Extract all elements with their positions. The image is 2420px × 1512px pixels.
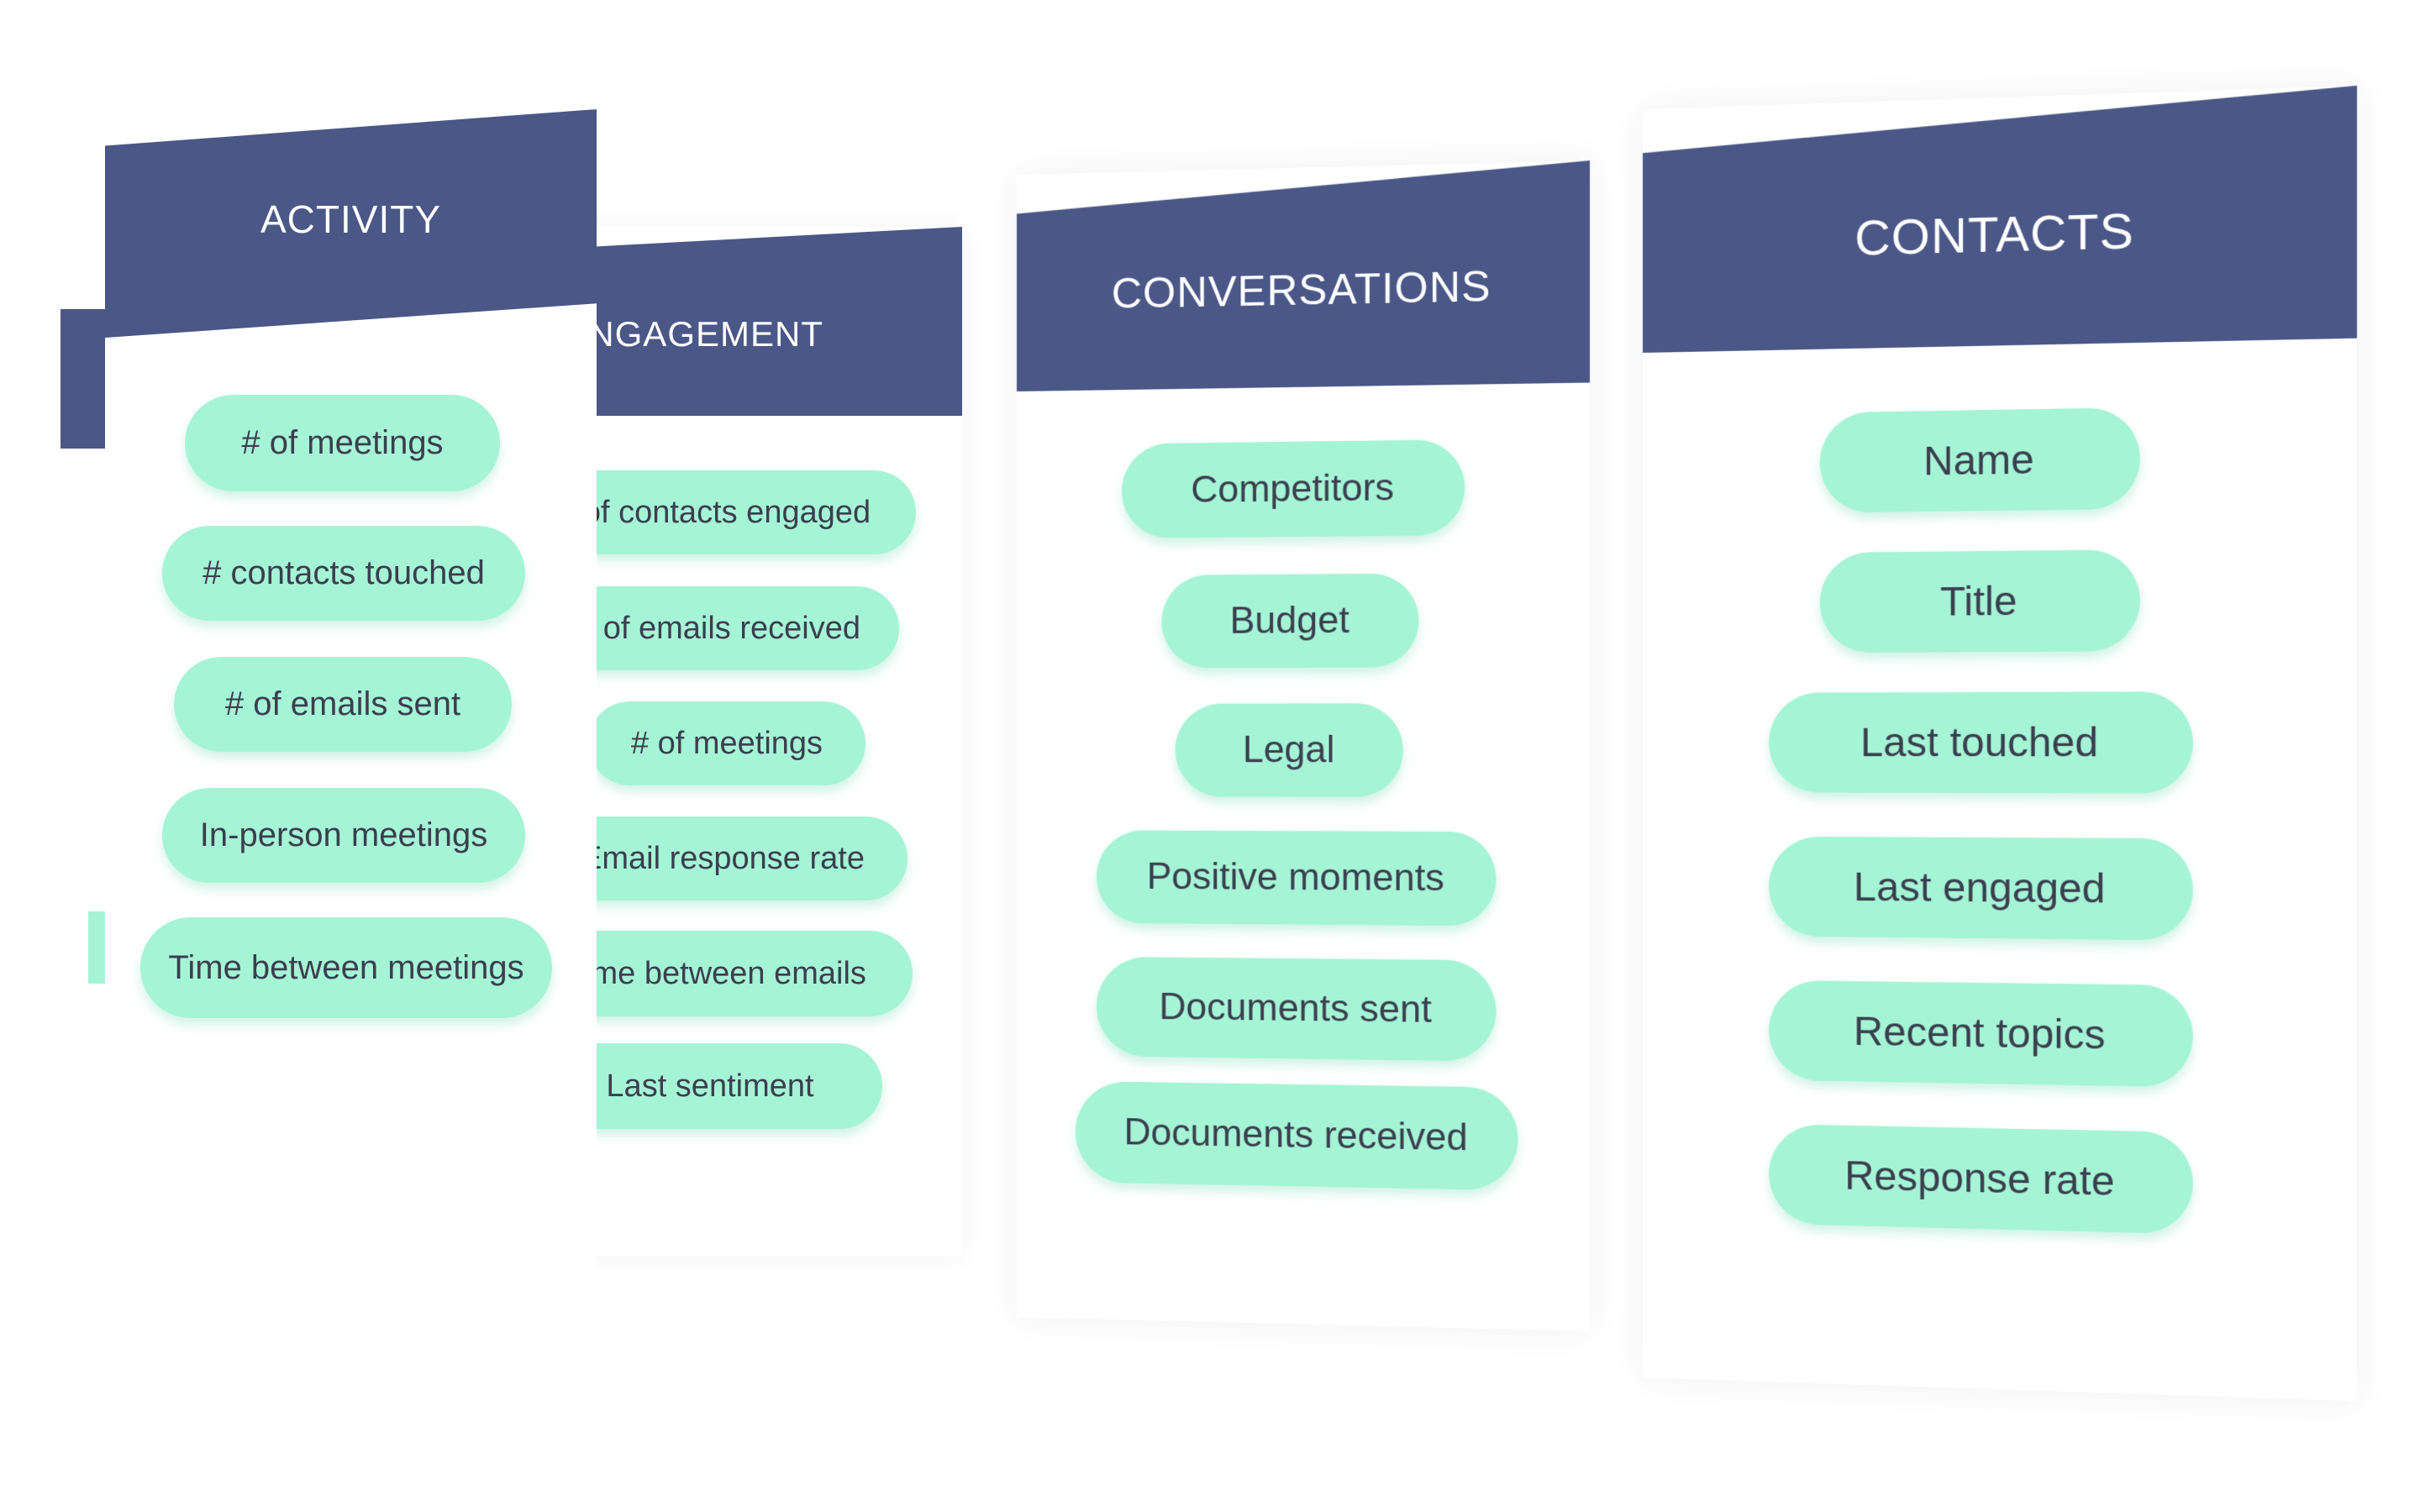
engagement-item-label: Email response rate bbox=[581, 841, 865, 877]
activity-item-label: # contacts touched bbox=[203, 554, 485, 592]
contacts-item-label: Last touched bbox=[1860, 719, 2098, 766]
conversations-item-documents-received[interactable]: Documents received bbox=[1076, 1081, 1518, 1190]
activity-card: ACTIVITY # of meetings # contacts touche… bbox=[105, 109, 597, 1302]
conversations-item-label: Legal bbox=[1243, 729, 1335, 772]
engagement-item-label: # of meetings bbox=[631, 726, 823, 762]
contacts-item-last-touched[interactable]: Last touched bbox=[1769, 691, 2193, 793]
contacts-item-label: Last engaged bbox=[1854, 864, 2106, 912]
contacts-item-recent-topics[interactable]: Recent topics bbox=[1769, 980, 2193, 1088]
activity-item-meetings[interactable]: # of meetings bbox=[185, 395, 500, 491]
engagement-item-label: of contacts engaged bbox=[583, 495, 871, 531]
activity-item-label: Time between meetings bbox=[168, 949, 523, 987]
contacts-item-name[interactable]: Name bbox=[1820, 407, 2140, 513]
activity-item-label: # of emails sent bbox=[225, 685, 460, 723]
conversations-item-label: Positive moments bbox=[1147, 856, 1444, 900]
contacts-item-title[interactable]: Title bbox=[1820, 549, 2140, 653]
engagement-item-label: Last sentiment bbox=[606, 1068, 813, 1105]
activity-card-header: ACTIVITY bbox=[105, 109, 597, 338]
contacts-card: CONTACTS Name Title Last touched Last en… bbox=[1643, 86, 2357, 1401]
contacts-item-label: Title bbox=[1940, 578, 2018, 626]
conversations-item-competitors[interactable]: Competitors bbox=[1122, 439, 1465, 538]
conversations-item-legal[interactable]: Legal bbox=[1176, 703, 1403, 797]
contacts-card-header: CONTACTS bbox=[1643, 86, 2357, 353]
activity-item-in-person-meetings[interactable]: In-person meetings bbox=[162, 788, 525, 883]
conversations-card-header: CONVERSATIONS bbox=[1017, 160, 1590, 391]
activity-item-time-between-meetings[interactable]: Time between meetings bbox=[140, 917, 552, 1018]
conversations-item-documents-sent[interactable]: Documents sent bbox=[1097, 957, 1497, 1062]
activity-item-emails-sent[interactable]: # of emails sent bbox=[174, 657, 512, 752]
activity-item-label: In-person meetings bbox=[200, 816, 487, 854]
contacts-item-label: Response rate bbox=[1844, 1152, 2114, 1205]
activity-card-title: ACTIVITY bbox=[260, 197, 441, 242]
activity-item-label: # of meetings bbox=[241, 424, 443, 462]
activity-item-contacts-touched[interactable]: # contacts touched bbox=[162, 526, 525, 621]
conversations-card: CONVERSATIONS Competitors Budget Legal P… bbox=[1017, 160, 1590, 1331]
contacts-item-label: Name bbox=[1923, 436, 2034, 485]
conversations-item-label: Documents sent bbox=[1159, 986, 1431, 1032]
contacts-card-title: CONTACTS bbox=[1854, 202, 2134, 266]
contacts-item-response-rate[interactable]: Response rate bbox=[1769, 1124, 2193, 1234]
conversations-item-budget[interactable]: Budget bbox=[1161, 573, 1418, 668]
engagement-item-label: # of emails received bbox=[576, 611, 860, 647]
conversations-item-label: Documents received bbox=[1124, 1111, 1468, 1159]
conversations-item-positive-moments[interactable]: Positive moments bbox=[1097, 830, 1497, 926]
engagement-card-title: ENGAGEMENT bbox=[564, 314, 823, 354]
conversations-card-title: CONVERSATIONS bbox=[1112, 261, 1491, 318]
contacts-item-label: Recent topics bbox=[1854, 1008, 2105, 1058]
conversations-item-label: Competitors bbox=[1191, 467, 1394, 512]
engagement-item-label: ime between emails bbox=[584, 956, 866, 992]
conversations-item-label: Budget bbox=[1230, 600, 1349, 643]
contacts-item-last-engaged[interactable]: Last engaged bbox=[1769, 837, 2193, 941]
engagement-item-meetings[interactable]: # of meetings bbox=[588, 701, 865, 785]
